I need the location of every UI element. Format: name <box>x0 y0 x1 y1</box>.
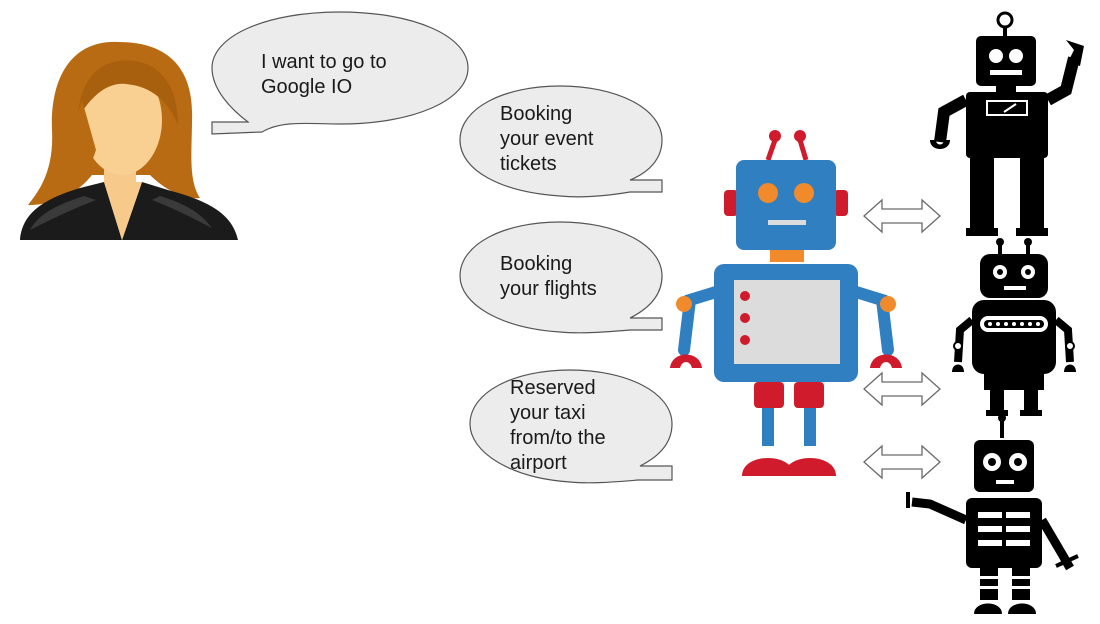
orchestrator-robot-icon <box>670 130 902 476</box>
agent-robot-icon <box>930 11 1084 236</box>
double-arrow-icon <box>863 371 941 407</box>
bubble-flights <box>459 221 663 334</box>
bubble-user-request <box>211 11 469 135</box>
agent-robot-icon <box>952 238 1076 416</box>
double-arrow-icon <box>863 198 941 234</box>
bubble-taxi-text: Reserved your taxi from/to the airport <box>510 377 606 474</box>
bubble-event-tickets-text: Booking your event tickets <box>500 103 594 175</box>
bubble-taxi <box>469 369 673 484</box>
bubble-user-request-text: I want to go to Google IO <box>261 51 387 98</box>
bubble-event-tickets <box>459 85 663 198</box>
bubble-flights-text: Booking your flights <box>500 253 597 300</box>
agent-robot-icon <box>906 414 1079 614</box>
woman-avatar-icon <box>20 41 238 240</box>
double-arrow-icon <box>863 444 941 480</box>
